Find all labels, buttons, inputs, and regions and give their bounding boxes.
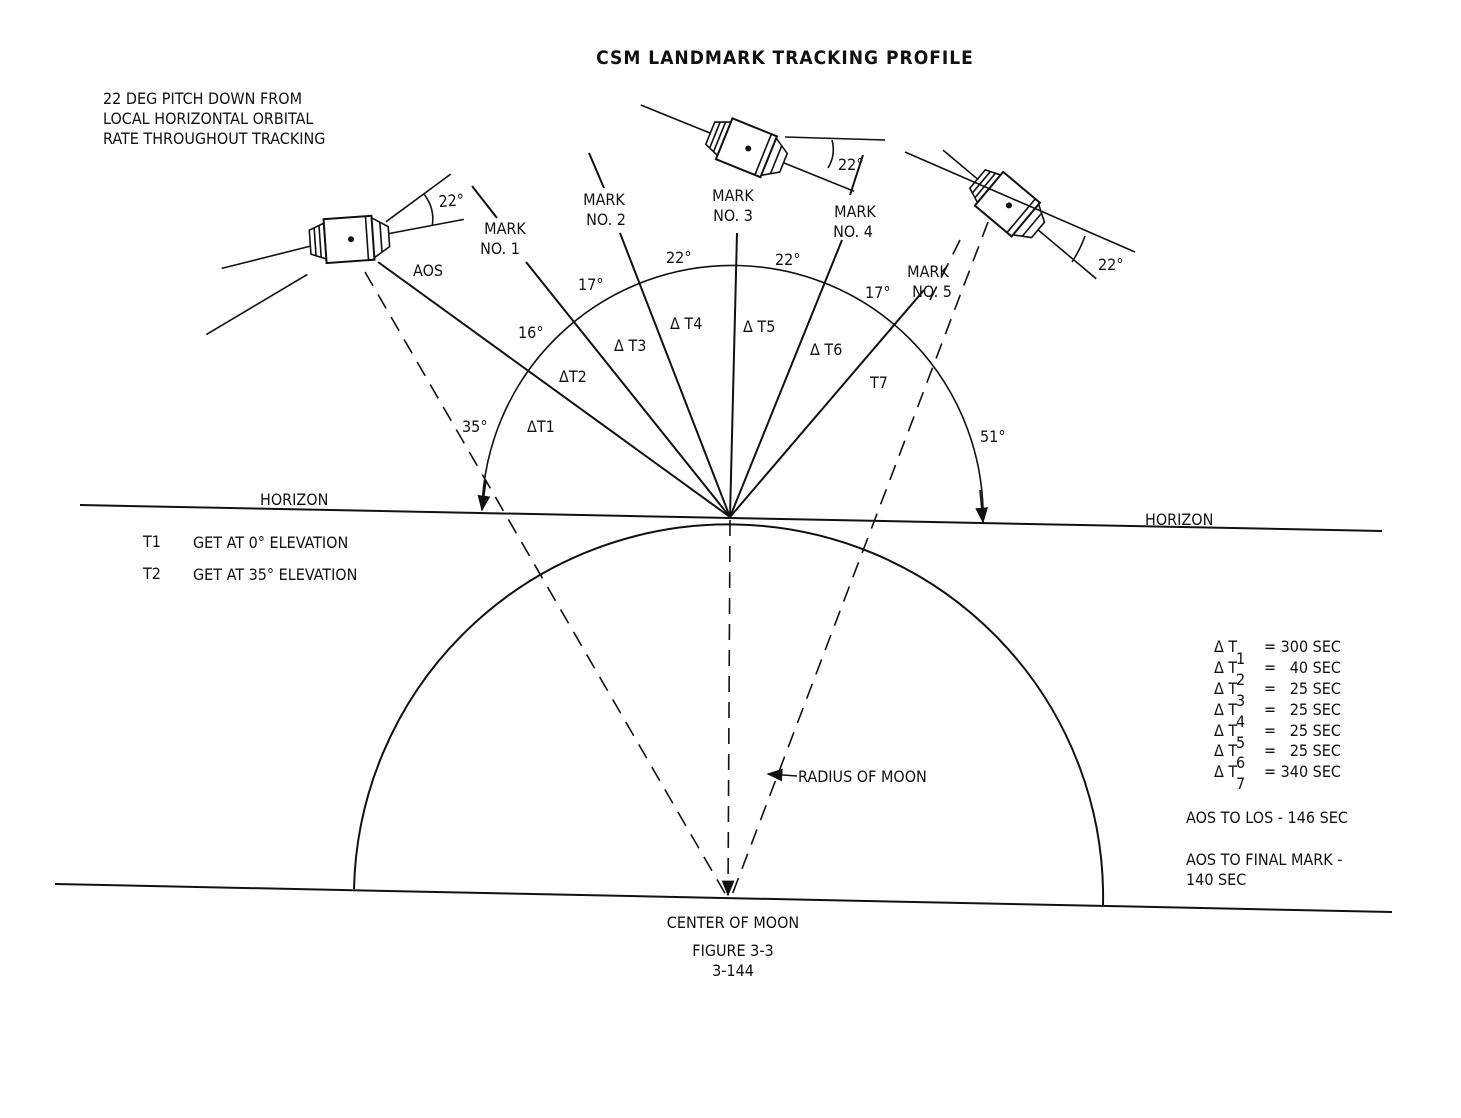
svg-text:= 300 SEC: = 300 SEC — [1264, 637, 1341, 656]
svg-text:ΔT2: ΔT2 — [559, 367, 587, 386]
svg-text:= 340 SEC: = 340 SEC — [1264, 762, 1341, 781]
svg-text:Δ T: Δ T — [1214, 700, 1237, 719]
svg-text:ΔT1: ΔT1 — [527, 417, 555, 436]
svg-text:2: 2 — [1236, 670, 1245, 689]
svg-text:Δ T: Δ T — [1214, 637, 1237, 656]
horizon-label-left: HORIZON — [260, 490, 328, 509]
svg-text:22°: 22° — [666, 248, 692, 267]
aos-to-final-mark: AOS TO FINAL MARK - — [1186, 850, 1342, 869]
svg-text:3: 3 — [1236, 691, 1245, 710]
csm-spacecraft-aos: 22° — [205, 173, 465, 336]
svg-text:MARK: MARK — [583, 190, 625, 209]
svg-text:NO. 4: NO. 4 — [833, 222, 873, 241]
svg-text:NO. 2: NO. 2 — [586, 210, 626, 229]
t-legend: T1 GET AT 0° ELEVATION T2 GET AT 35° ELEVA… — [142, 532, 357, 584]
diagram-title: CSM LANDMARK TRACKING PROFILE — [596, 47, 974, 69]
svg-text:T2: T2 — [142, 564, 161, 583]
svg-text:NO. 3: NO. 3 — [713, 206, 753, 225]
aos-label: AOS — [413, 261, 443, 280]
svg-text:16°: 16° — [518, 323, 544, 342]
svg-text:LOCAL HORIZONTAL ORBITAL: LOCAL HORIZONTAL ORBITAL — [103, 109, 313, 128]
svg-text:17°: 17° — [578, 275, 604, 294]
svg-text:51°: 51° — [980, 427, 1006, 446]
svg-text:= 25 SEC: = 25 SEC — [1264, 721, 1341, 740]
svg-text:GET AT 35° ELEVATION: GET AT 35° ELEVATION — [193, 565, 357, 584]
horizon-label-right: HORIZON — [1145, 510, 1213, 529]
svg-text:NO. 1: NO. 1 — [480, 239, 520, 258]
svg-text:Δ T: Δ T — [1214, 658, 1237, 677]
svg-text:6: 6 — [1236, 753, 1245, 772]
page-number: 3-144 — [712, 961, 754, 980]
svg-text:Δ T: Δ T — [1214, 721, 1237, 740]
svg-text:Δ T: Δ T — [1214, 762, 1237, 781]
radius-label: RADIUS OF MOON — [798, 767, 927, 786]
arc-angle-labels: 35° 16° 17° 22° 22° 17° 51° — [462, 248, 1006, 446]
pitch-angle-los: 22° — [1098, 255, 1124, 274]
dashed-lines — [364, 221, 989, 897]
sight-lines — [377, 152, 925, 518]
svg-text:= 40 SEC: = 40 SEC — [1264, 658, 1341, 677]
svg-text:NO. 5: NO. 5 — [912, 282, 952, 301]
svg-text:1: 1 — [1236, 649, 1245, 668]
elevation-arc — [481, 264, 984, 523]
svg-text:Δ T: Δ T — [1214, 679, 1237, 698]
svg-text:MARK: MARK — [484, 219, 526, 238]
svg-text:7: 7 — [1236, 774, 1245, 793]
svg-text:Δ T: Δ T — [1214, 741, 1237, 760]
svg-text:MARK: MARK — [834, 202, 876, 221]
svg-text:MARK: MARK — [712, 186, 754, 205]
aos-to-los: AOS TO LOS - 146 SEC — [1186, 808, 1348, 827]
svg-text:RATE THROUGHOUT TRACKING: RATE THROUGHOUT TRACKING — [103, 129, 325, 148]
horizon-line — [79, 504, 1383, 532]
svg-text:Δ T5: Δ T5 — [743, 317, 775, 336]
moon-surface-arc — [353, 523, 1105, 906]
svg-text:5: 5 — [1236, 733, 1245, 752]
svg-text:Δ T4: Δ T4 — [670, 314, 702, 333]
svg-text:22°: 22° — [775, 250, 801, 269]
interval-labels: ΔT1 ΔT2 Δ T3 Δ T4 Δ T5 Δ T6 T7 — [527, 314, 888, 436]
pitch-angle-mark3: 22° — [838, 155, 864, 174]
svg-text:35°: 35° — [462, 417, 488, 436]
svg-text:= 25 SEC: = 25 SEC — [1264, 679, 1341, 698]
pitch-note: 22 DEG PITCH DOWN FROM LOCAL HORIZONTAL … — [103, 89, 325, 148]
svg-text:MARK: MARK — [907, 262, 949, 281]
svg-text:T1: T1 — [142, 532, 161, 551]
csm-spacecraft-los — [942, 149, 1097, 280]
svg-text:22°: 22° — [438, 190, 465, 211]
svg-text:Δ T3: Δ T3 — [614, 336, 646, 355]
svg-text:22 DEG PITCH DOWN FROM: 22 DEG PITCH DOWN FROM — [103, 89, 302, 108]
moon-baseline — [54, 883, 1393, 913]
figure-number: FIGURE 3-3 — [692, 941, 773, 960]
dt-table: Δ T1= 300 SEC Δ T2= 40 SEC Δ T3= 25 SEC … — [1214, 637, 1341, 793]
svg-text:T7: T7 — [869, 373, 888, 392]
svg-text:= 25 SEC: = 25 SEC — [1264, 700, 1341, 719]
center-label: CENTER OF MOON — [667, 913, 799, 932]
aos-to-final-mark-value: 140 SEC — [1186, 870, 1246, 889]
svg-text:Δ T6: Δ T6 — [810, 340, 842, 359]
svg-text:17°: 17° — [865, 283, 891, 302]
csm-spacecraft-mark3 — [640, 104, 855, 192]
svg-text:4: 4 — [1236, 712, 1245, 731]
svg-text:GET AT 0° ELEVATION: GET AT 0° ELEVATION — [193, 533, 348, 552]
svg-text:= 25 SEC: = 25 SEC — [1264, 741, 1341, 760]
